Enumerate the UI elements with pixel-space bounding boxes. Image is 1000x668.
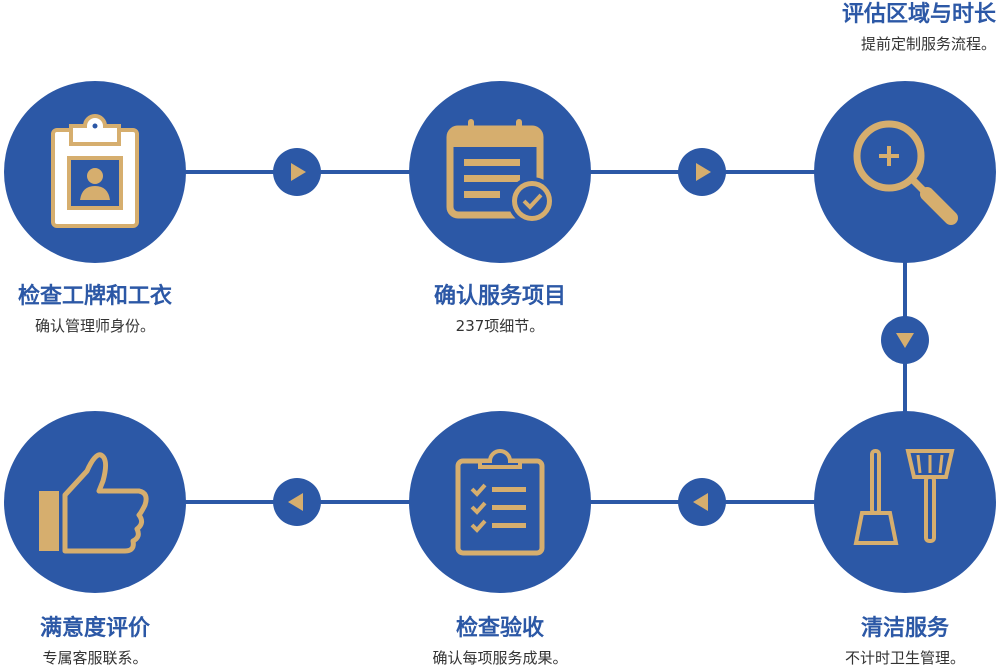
step-6-circle xyxy=(4,411,186,593)
step-4-circle xyxy=(814,411,996,593)
step-5-circle xyxy=(409,411,591,593)
step-title: 评估区域与时长 xyxy=(841,2,996,27)
triangle-right-icon xyxy=(696,163,711,181)
step-desc: 不计时卫生管理。 xyxy=(844,649,965,667)
step-title: 满意度评价 xyxy=(39,616,150,641)
magnifier-icon xyxy=(853,120,958,225)
step-desc: 专属客服联系。 xyxy=(42,649,148,667)
triangle-left-icon xyxy=(693,493,708,511)
step-title: 清洁服务 xyxy=(860,616,949,641)
clipboard-checklist-icon xyxy=(455,449,545,556)
arrow-left-2 xyxy=(273,478,321,526)
arrow-right-2 xyxy=(678,148,726,196)
id-badge-icon xyxy=(51,114,139,228)
step-desc: 提前定制服务流程。 xyxy=(860,35,996,53)
triangle-left-icon xyxy=(288,493,303,511)
arrow-right-1 xyxy=(273,148,321,196)
step-5-label: 检查验收 确认每项服务成果。 xyxy=(370,616,630,668)
step-2-circle xyxy=(409,81,591,263)
step-desc: 237项细节。 xyxy=(455,317,545,335)
triangle-right-icon xyxy=(291,163,306,181)
triangle-down-icon xyxy=(896,333,914,348)
arrow-down xyxy=(881,316,929,364)
step-desc: 确认管理师身份。 xyxy=(34,317,155,335)
step-title: 确认服务项目 xyxy=(433,284,566,309)
step-desc: 确认每项服务成果。 xyxy=(432,649,568,667)
arrow-left-1 xyxy=(678,478,726,526)
broom-dustpan-icon xyxy=(853,449,955,545)
calendar-check-icon xyxy=(446,119,556,225)
thumbs-up-icon xyxy=(39,452,149,554)
step-3-circle xyxy=(814,81,996,263)
step-title: 检查工牌和工衣 xyxy=(17,284,172,309)
step-2-label: 确认服务项目 237项细节。 xyxy=(370,284,630,336)
step-1-label: 检查工牌和工衣 确认管理师身份。 xyxy=(0,284,225,336)
step-3-label: 评估区域与时长 提前定制服务流程。 xyxy=(760,2,996,54)
step-4-label: 清洁服务 不计时卫生管理。 xyxy=(775,616,1000,668)
step-title: 检查验收 xyxy=(455,616,544,641)
step-6-label: 满意度评价 专属客服联系。 xyxy=(0,616,225,668)
step-1-circle xyxy=(4,81,186,263)
